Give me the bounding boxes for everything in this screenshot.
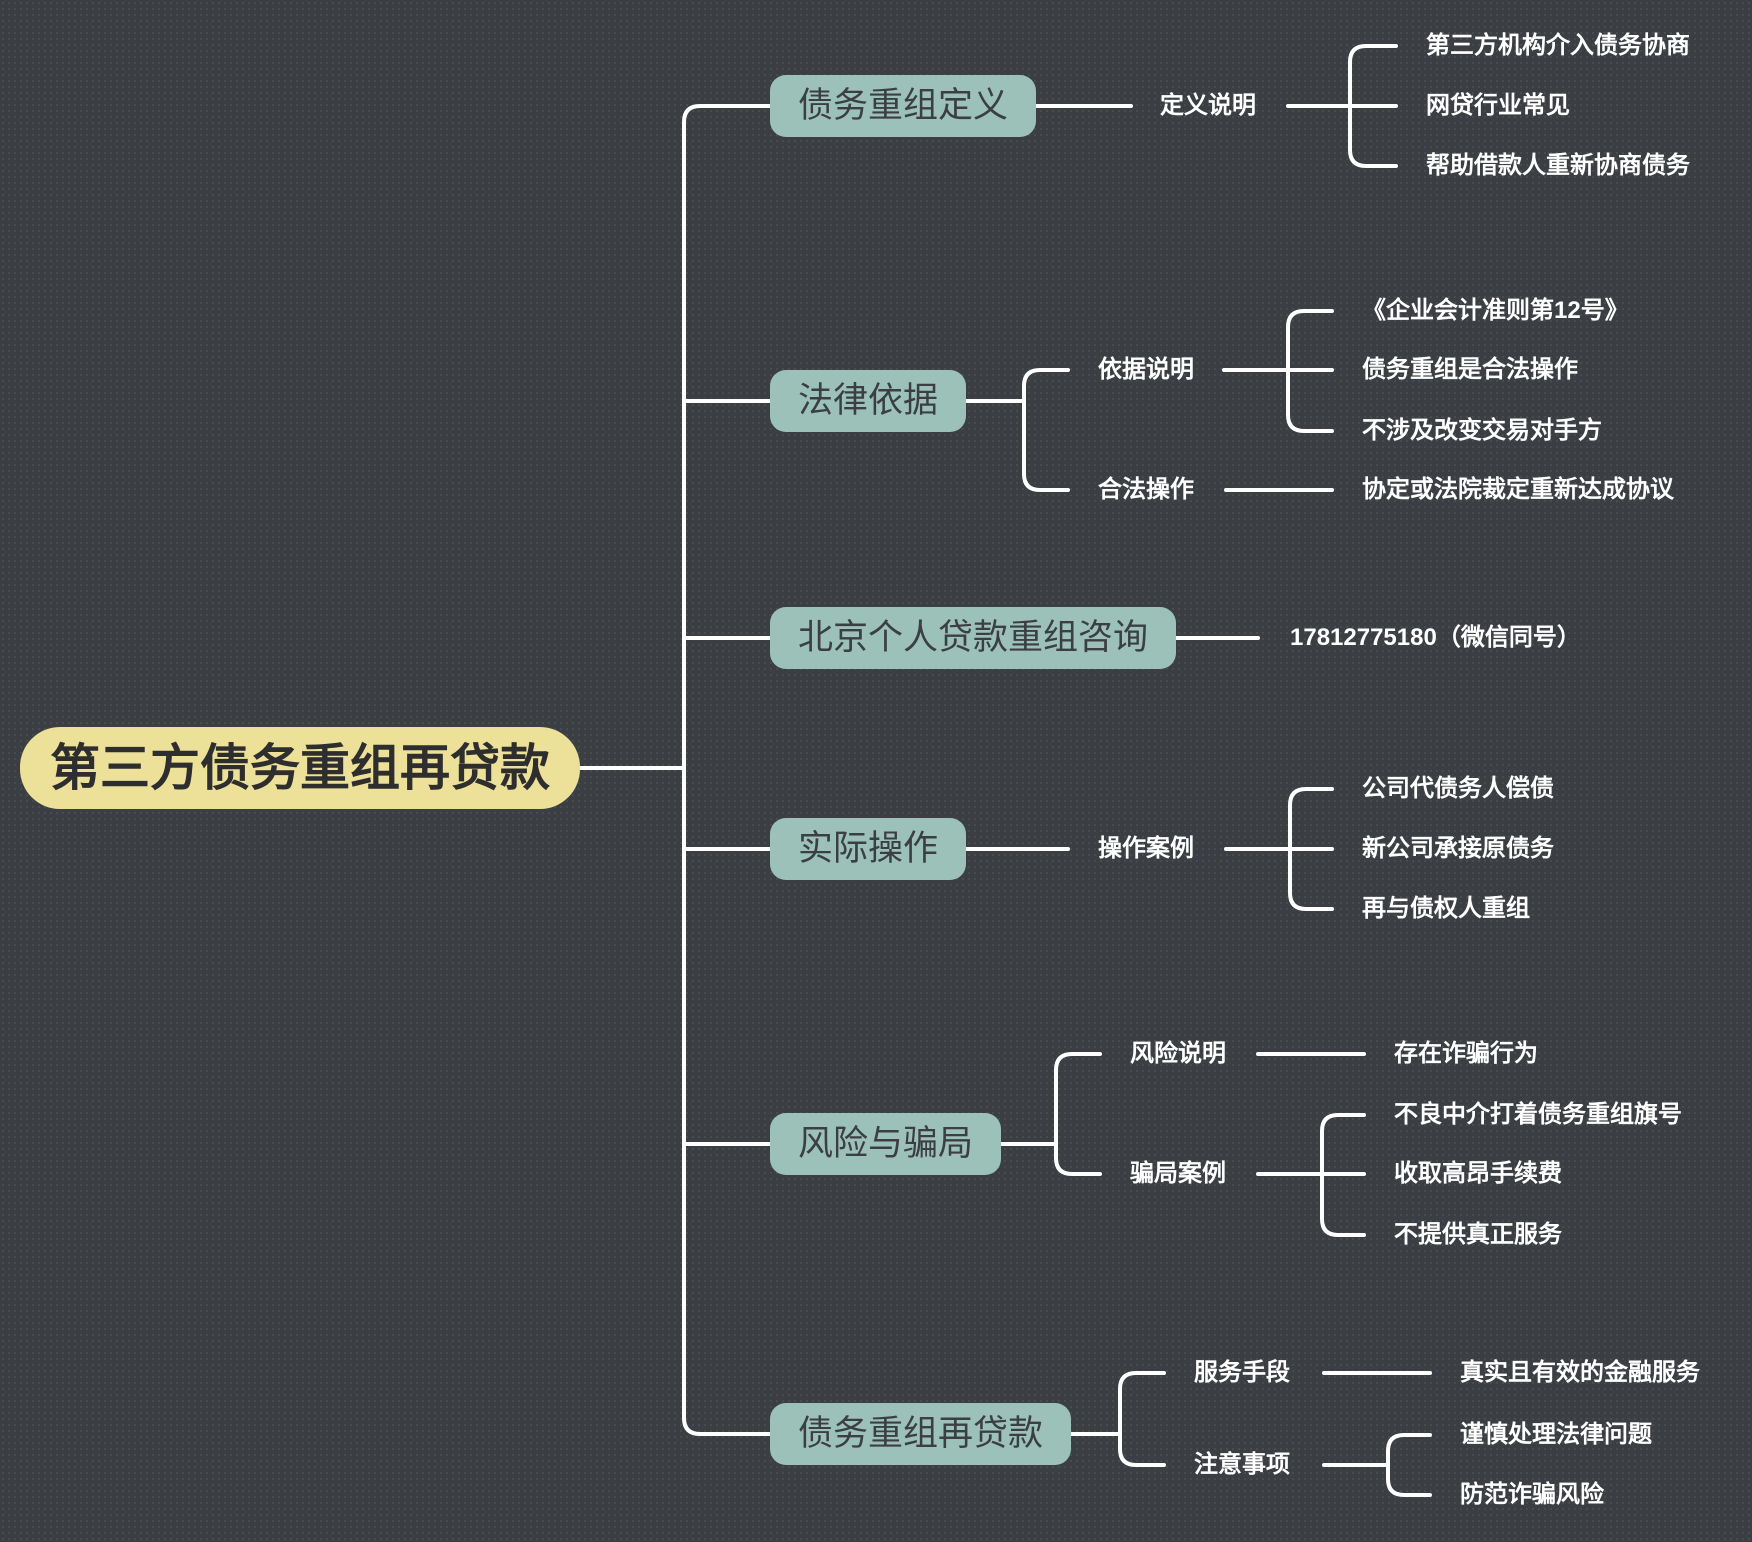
connector-b6-l2	[1054, 1371, 1166, 1467]
leaf-company-pays-debt[interactable]: 公司代债务人偿债	[1362, 775, 1554, 802]
branch-practical-operation[interactable]: 实际操作	[770, 818, 967, 880]
subtopic-risk-note[interactable]: 风险说明	[1130, 1040, 1226, 1067]
leaf-new-company-takes-debt[interactable]: 新公司承接原债务	[1362, 835, 1554, 862]
leaf-common-in-p2p[interactable]: 网贷行业常见	[1426, 92, 1570, 119]
leaf-handle-legal-issues[interactable]: 谨慎处理法律问题	[1460, 1421, 1652, 1448]
subtopic-basis-note[interactable]: 依据说明	[1098, 356, 1194, 383]
branch-beijing-consulting[interactable]: 北京个人贷款重组咨询	[770, 607, 1177, 669]
root-topic[interactable]: 第三方债务重组再贷款	[20, 727, 580, 809]
leaf-bad-intermediaries[interactable]: 不良中介打着债务重组旗号	[1394, 1101, 1682, 1128]
leaf-real-financial-service[interactable]: 真实且有效的金融服务	[1460, 1359, 1700, 1386]
branch-legal-basis[interactable]: 法律依据	[770, 370, 967, 432]
connector-b5-l3b	[1256, 1113, 1366, 1237]
subtopic-scam-cases[interactable]: 骗局案例	[1130, 1160, 1226, 1187]
subtopic-precautions[interactable]: 注意事项	[1194, 1451, 1290, 1478]
leaf-agreement-or-court-ruling[interactable]: 协定或法院裁定重新达成协议	[1362, 476, 1674, 503]
subtopic-definition-note[interactable]: 定义说明	[1160, 92, 1256, 119]
leaf-no-real-service[interactable]: 不提供真正服务	[1394, 1221, 1562, 1248]
connector-b6-l3b	[1322, 1433, 1432, 1497]
leaf-no-counterparty-change[interactable]: 不涉及改变交易对手方	[1362, 417, 1602, 444]
leaf-legal-operation[interactable]: 债务重组是合法操作	[1362, 356, 1578, 383]
leaf-prevent-fraud-risk[interactable]: 防范诈骗风险	[1460, 1481, 1604, 1508]
leaf-restructure-with-creditor[interactable]: 再与债权人重组	[1362, 895, 1530, 922]
contact-phone[interactable]: 17812775180（微信同号）	[1290, 624, 1581, 651]
connector-trunk	[682, 104, 772, 1436]
connector-b2-l2	[958, 368, 1070, 492]
connector-b1-l3	[1286, 44, 1398, 168]
connector-b5-l2	[990, 1052, 1102, 1176]
leaf-high-fees[interactable]: 收取高昂手续费	[1394, 1160, 1562, 1187]
branch-restructuring-reloan[interactable]: 债务重组再贷款	[770, 1403, 1072, 1465]
connector-b2-l3a	[1222, 309, 1334, 433]
leaf-help-borrower-renegotiate[interactable]: 帮助借款人重新协商债务	[1426, 152, 1690, 179]
subtopic-operation-cases[interactable]: 操作案例	[1098, 835, 1194, 862]
connector-b4-l3	[1224, 787, 1334, 911]
leaf-accounting-standard-12[interactable]: 《企业会计准则第12号》	[1362, 297, 1629, 324]
leaf-fraud-exists[interactable]: 存在诈骗行为	[1394, 1040, 1538, 1067]
branch-risk-and-scams[interactable]: 风险与骗局	[770, 1113, 1002, 1175]
branch-debt-restructuring-definition[interactable]: 债务重组定义	[770, 75, 1037, 137]
leaf-third-party-negotiation[interactable]: 第三方机构介入债务协商	[1426, 32, 1690, 59]
subtopic-legal-operation[interactable]: 合法操作	[1098, 476, 1194, 503]
subtopic-service-means[interactable]: 服务手段	[1194, 1359, 1290, 1386]
